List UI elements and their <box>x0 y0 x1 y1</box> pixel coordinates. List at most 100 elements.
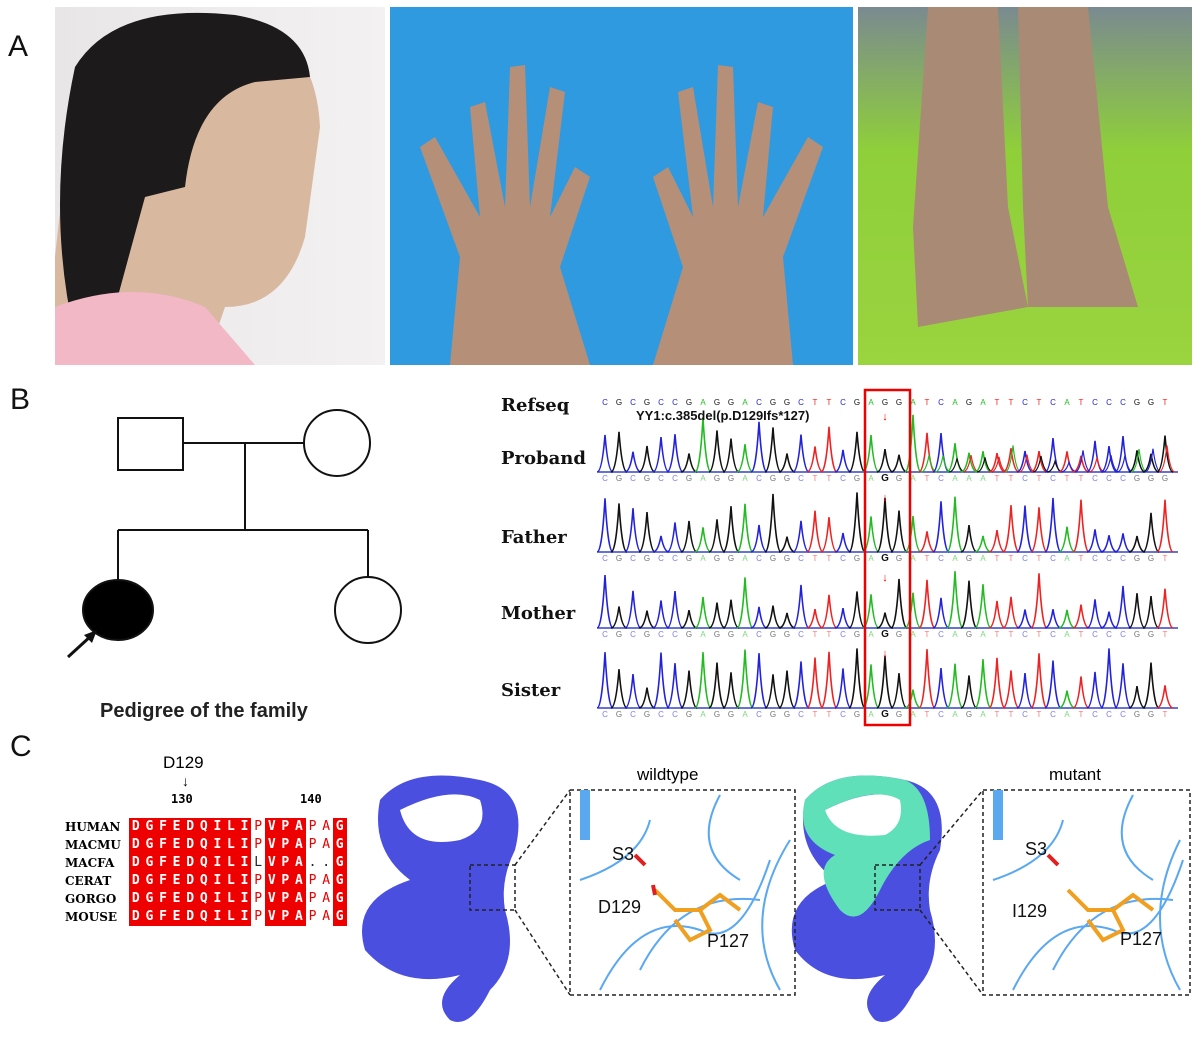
base-call: T <box>1037 554 1042 563</box>
trace-peak <box>1086 529 1104 553</box>
trace-peak <box>960 580 978 629</box>
residue: A <box>319 818 333 836</box>
base-call: G <box>881 629 889 640</box>
trace-peak <box>1100 445 1118 473</box>
base-call: C <box>1050 630 1056 639</box>
base-call: A <box>952 630 958 639</box>
feet-illustration <box>913 7 1138 327</box>
residue: F <box>156 818 170 836</box>
base-call: T <box>995 710 1000 719</box>
trace-peak <box>666 522 684 553</box>
refseq-base: G <box>770 398 776 407</box>
base-call: A <box>742 710 748 719</box>
base-call: C <box>840 630 846 639</box>
base-call: G <box>770 710 776 719</box>
base-call: A <box>868 474 874 483</box>
trace-peak <box>848 431 866 473</box>
mutation-highlight-box <box>863 388 912 727</box>
refseq-base: C <box>798 398 804 407</box>
residue: I <box>237 836 252 854</box>
base-call: G <box>1134 474 1140 483</box>
base-call: T <box>1009 474 1014 483</box>
trace-peak <box>976 457 994 473</box>
residue: G <box>142 872 157 890</box>
trace-peak <box>680 670 698 709</box>
base-call: C <box>798 554 804 563</box>
base-call: C <box>1106 630 1112 639</box>
base-call: G <box>1148 630 1154 639</box>
base-call: C <box>840 554 846 563</box>
base-call: G <box>714 554 720 563</box>
label-mother: Mother <box>501 603 576 624</box>
base-call: T <box>1079 710 1084 719</box>
trace-peak <box>1142 453 1160 473</box>
trace-peak <box>820 651 838 709</box>
photo-hands <box>390 7 853 365</box>
refseq-base: G <box>784 398 790 407</box>
refseq-base: C <box>756 398 762 407</box>
residue: F <box>156 836 170 854</box>
refseq-base: T <box>925 398 930 407</box>
trace-peak <box>638 687 656 709</box>
trace-peak <box>750 524 768 553</box>
refseq-base: T <box>1009 398 1014 407</box>
pedigree-caption: Pedigree of the family <box>100 700 308 722</box>
label-proband: Proband <box>501 448 586 469</box>
residue: D <box>183 872 197 890</box>
mutant-protein-surface <box>791 775 942 1022</box>
trace-peak <box>708 519 726 553</box>
residue: Q <box>196 836 211 854</box>
residue: Q <box>196 872 211 890</box>
trace-peak <box>1128 535 1146 553</box>
trace-peak <box>666 434 684 473</box>
base-call: C <box>1120 474 1126 483</box>
refseq-base: A <box>980 398 986 407</box>
base-call: T <box>1079 630 1084 639</box>
residue: I <box>237 818 252 836</box>
trace-peak <box>904 414 922 473</box>
base-call: T <box>995 630 1000 639</box>
residue: G <box>332 890 347 908</box>
residue: A <box>319 836 333 854</box>
trace-peak <box>918 579 936 629</box>
trace-peak <box>652 535 670 553</box>
base-call: C <box>1092 474 1098 483</box>
trace-peak <box>1058 690 1076 709</box>
base-call: G <box>644 710 650 719</box>
base-call: T <box>1009 554 1014 563</box>
residue: D <box>183 908 197 926</box>
trace-peak <box>848 591 866 629</box>
refseq-base: A <box>868 398 874 407</box>
base-call: A <box>910 554 916 563</box>
residue: L <box>224 836 238 854</box>
residue: Q <box>196 890 211 908</box>
base-call: C <box>840 474 846 483</box>
base-call: C <box>672 474 678 483</box>
refseq-base: C <box>1050 398 1056 407</box>
base-call: T <box>813 474 818 483</box>
base-call: C <box>630 630 636 639</box>
refseq-base: A <box>700 398 706 407</box>
residue: G <box>332 836 347 854</box>
refseq-base: C <box>602 398 608 407</box>
trace-peak <box>1116 455 1134 473</box>
base-call: C <box>602 554 608 563</box>
trace-peak <box>890 673 908 709</box>
refseq-base: G <box>644 398 650 407</box>
refseq-base: C <box>840 398 846 407</box>
trace-peak <box>806 608 824 629</box>
mutation-arrow-icon: ↓ <box>882 492 888 504</box>
trace-peak <box>1074 450 1092 473</box>
trace-peak <box>1004 445 1022 473</box>
residue: L <box>224 818 238 836</box>
base-call: G <box>1148 710 1154 719</box>
trace-peak <box>750 606 768 629</box>
base-call: T <box>1163 710 1168 719</box>
base-call: G <box>1134 554 1140 563</box>
trace-peak <box>638 511 656 553</box>
trace-peak <box>750 421 768 473</box>
residue: L <box>251 854 265 872</box>
residue: P <box>251 890 265 908</box>
mut-label-i129: I129 <box>1012 901 1047 921</box>
